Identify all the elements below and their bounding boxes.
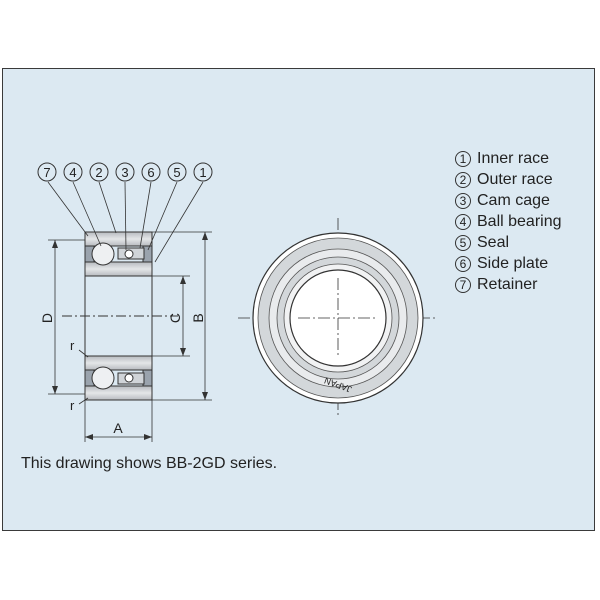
svg-text:6: 6	[147, 165, 154, 180]
outer-race-bottom	[84, 385, 153, 401]
label-a: A	[113, 420, 123, 436]
caption: This drawing shows BB-2GD series.	[21, 455, 278, 472]
outer-race-top	[84, 231, 153, 247]
front-view: JAPAN	[238, 218, 438, 418]
inner-race-top	[84, 261, 153, 277]
label-b: B	[190, 313, 206, 322]
ball-bottom	[91, 366, 115, 390]
inner-race-bottom	[84, 355, 153, 371]
callout-3: 3	[115, 162, 135, 182]
dimension-lines	[48, 231, 212, 442]
svg-text:2: 2	[95, 165, 102, 180]
callout-leaders	[47, 181, 204, 263]
callout-7: 7	[37, 162, 57, 182]
label-r-bottom: r	[70, 398, 75, 413]
callout-markers: 7 4 2 3 6 5 1	[37, 162, 213, 182]
svg-text:3: 3	[121, 165, 128, 180]
cross-section	[62, 231, 178, 401]
label-d: D	[39, 313, 55, 323]
label-c: C	[167, 313, 183, 323]
svg-text:1: 1	[199, 165, 206, 180]
radius-leaders	[78, 349, 89, 405]
callout-2: 2	[89, 162, 109, 182]
callout-5: 5	[167, 162, 187, 182]
lower-section	[84, 355, 153, 401]
callout-6: 6	[141, 162, 161, 182]
svg-text:7: 7	[43, 165, 50, 180]
callout-4: 4	[63, 162, 83, 182]
label-r-top: r	[70, 338, 75, 353]
callout-1: 1	[193, 162, 213, 182]
svg-text:5: 5	[173, 165, 180, 180]
dimension-arrows	[52, 232, 208, 440]
svg-text:4: 4	[69, 165, 76, 180]
ball-top	[91, 242, 115, 266]
upper-section	[84, 231, 153, 277]
